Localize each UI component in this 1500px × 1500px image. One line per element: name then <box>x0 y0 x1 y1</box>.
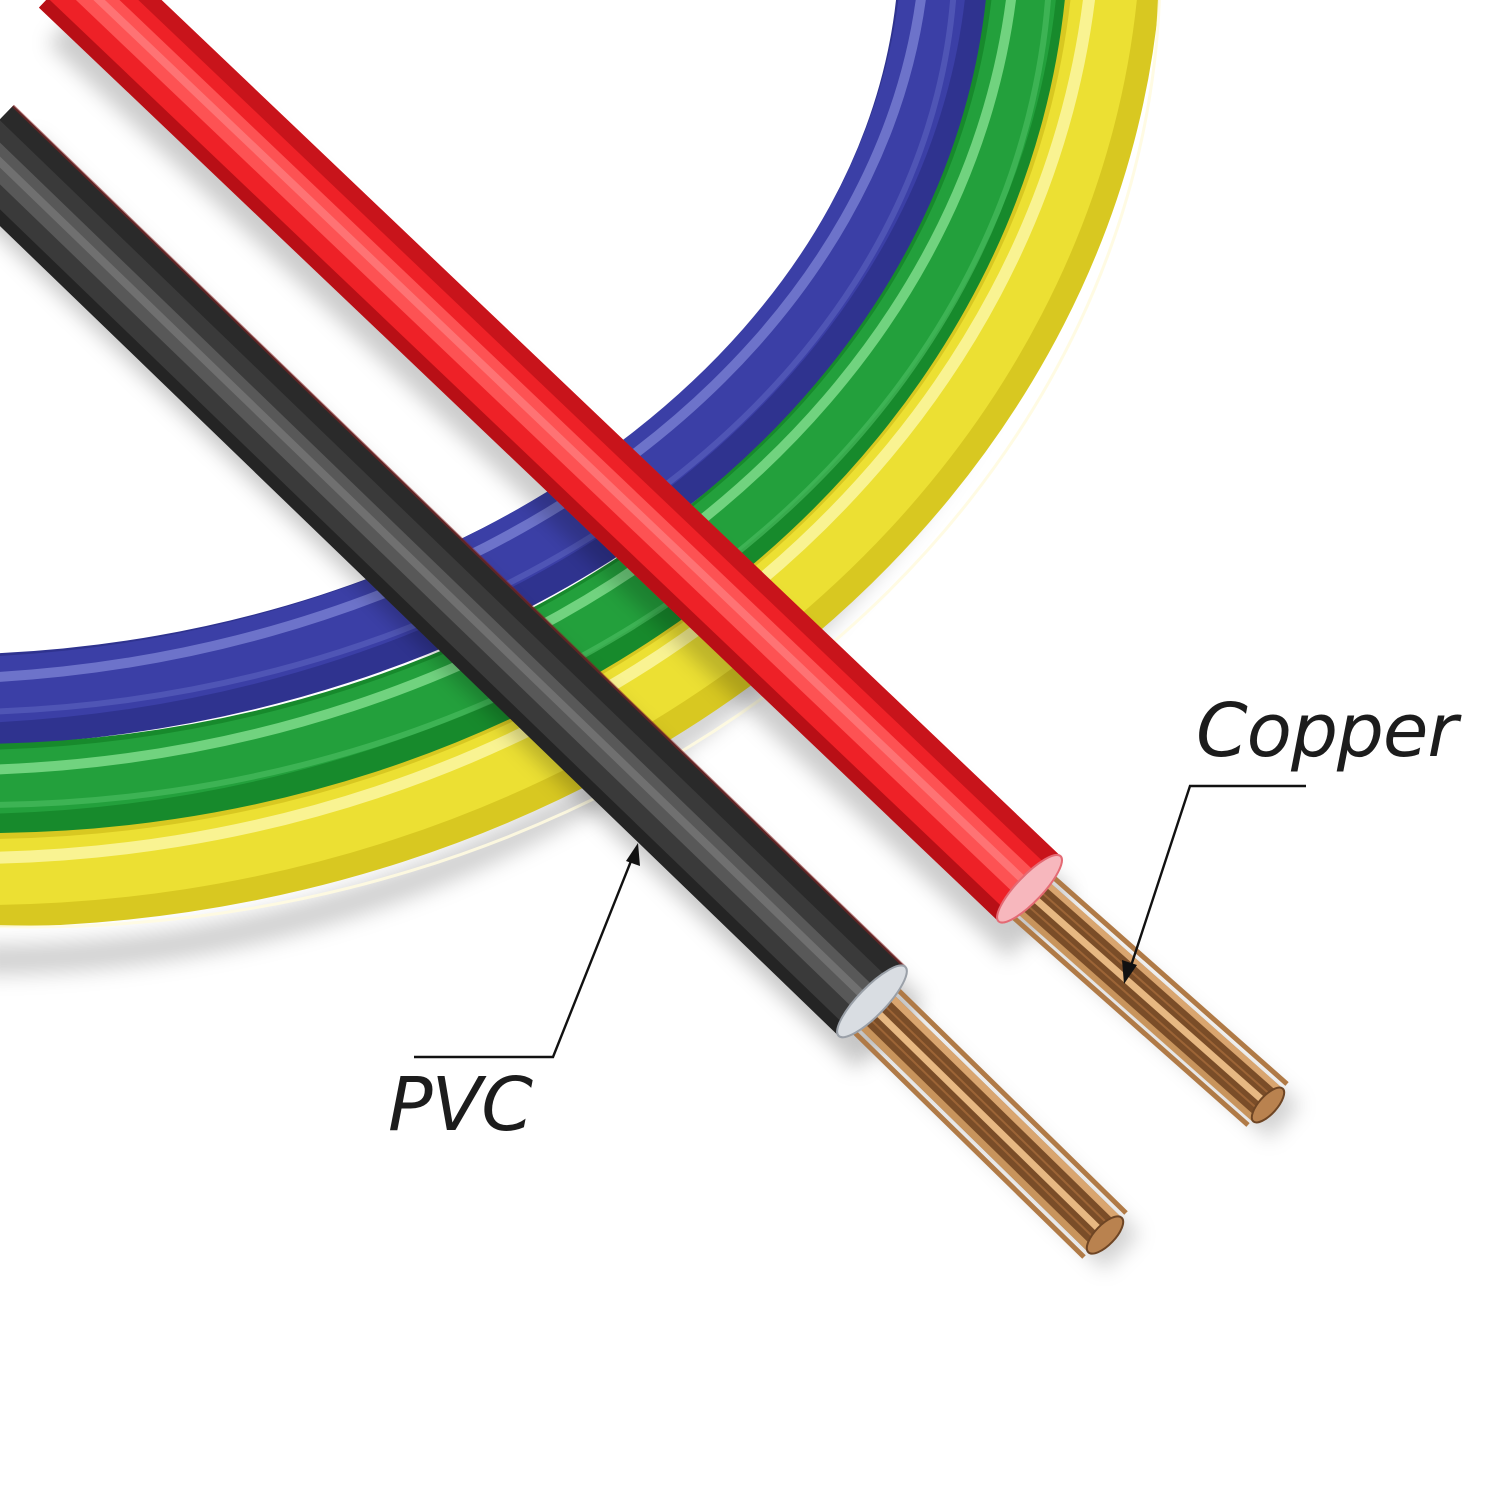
copper-arrowhead-icon <box>1122 960 1137 984</box>
black-wire <box>0 104 1140 1270</box>
black-wire-strand-end <box>1085 1215 1125 1255</box>
red-wire-end-cap <box>996 853 1063 924</box>
black-wire-copper-strands <box>847 981 1140 1270</box>
pvc-label: PVC <box>388 1062 533 1148</box>
copper-label: Copper <box>1196 688 1458 774</box>
pvc-arrowhead-icon <box>626 843 640 866</box>
red-wire-strand-end <box>1250 1086 1286 1124</box>
red-wire-copper-strands <box>1003 867 1301 1140</box>
copper-callout-leader <box>1122 784 1306 984</box>
red-wire <box>38 0 1301 1140</box>
black-wire-end-cap <box>836 964 908 1039</box>
pvc-callout-leader <box>414 843 640 1059</box>
